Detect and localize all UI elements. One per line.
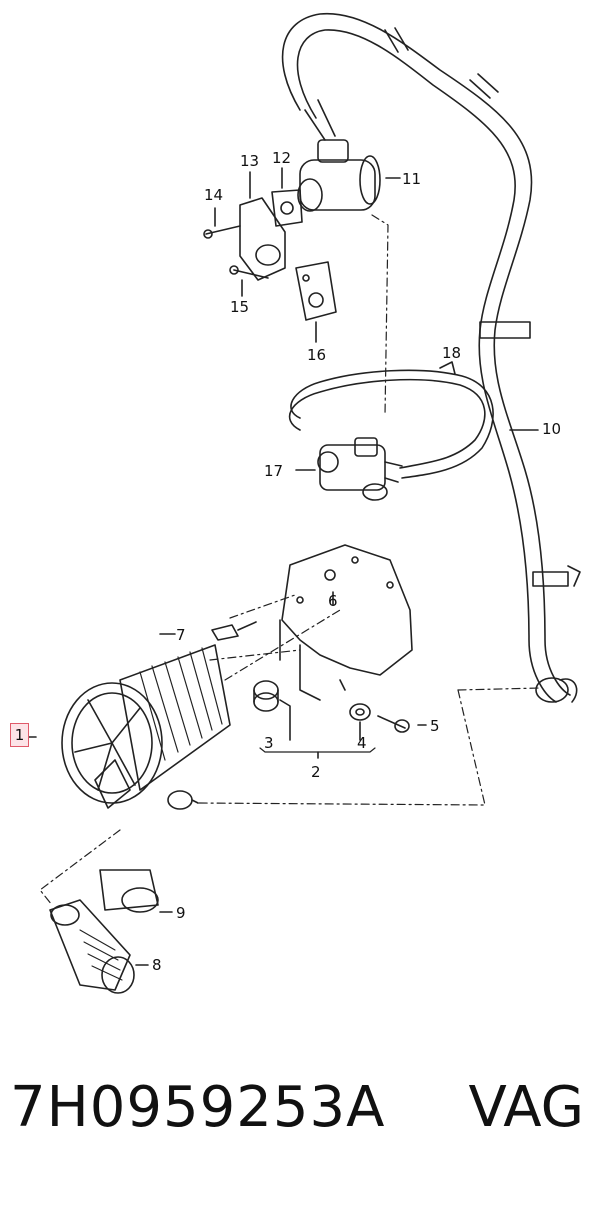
callout-14: 14 (204, 186, 223, 204)
callout-18: 18 (442, 344, 461, 362)
connector-9 (99, 869, 173, 913)
brand-name: VAG (468, 1075, 584, 1140)
bolt-5 (377, 715, 410, 733)
connector-13 (239, 171, 286, 281)
hose-8 (49, 899, 149, 994)
bolt-15 (229, 265, 269, 297)
callout-10: 10 (542, 420, 561, 438)
callout-11: 11 (402, 170, 421, 188)
callout-9: 9 (176, 904, 186, 922)
callout-1-highlight (10, 723, 29, 747)
callout-1: 1 (14, 726, 25, 744)
callout-8: 8 (152, 956, 162, 974)
washer-4 (349, 703, 371, 741)
valve-11 (297, 99, 401, 212)
callout-4: 4 (357, 734, 367, 752)
air-pump-1 (27, 644, 231, 810)
callout-12: 12 (272, 149, 291, 167)
callout-17: 17 (264, 462, 283, 480)
callout-15: 15 (230, 298, 249, 316)
bolt-7 (211, 621, 257, 641)
hose-18 (288, 361, 494, 479)
callout-13: 13 (240, 152, 259, 170)
callout-3: 3 (264, 734, 274, 752)
callout-7: 7 (176, 626, 186, 644)
rubber-mount-3 (253, 680, 291, 741)
callout-6: 6 (328, 592, 338, 610)
gasket-16 (295, 261, 337, 343)
callout-2: 2 (311, 763, 321, 781)
valve-17 (295, 437, 403, 501)
hose-10 (281, 12, 581, 703)
bolt-14 (203, 207, 241, 239)
part-number: 7H0959253A (10, 1075, 386, 1140)
bracket-2 (279, 544, 413, 701)
callout-16: 16 (307, 346, 326, 364)
callout-5: 5 (430, 717, 440, 735)
gasket-12 (271, 167, 303, 227)
